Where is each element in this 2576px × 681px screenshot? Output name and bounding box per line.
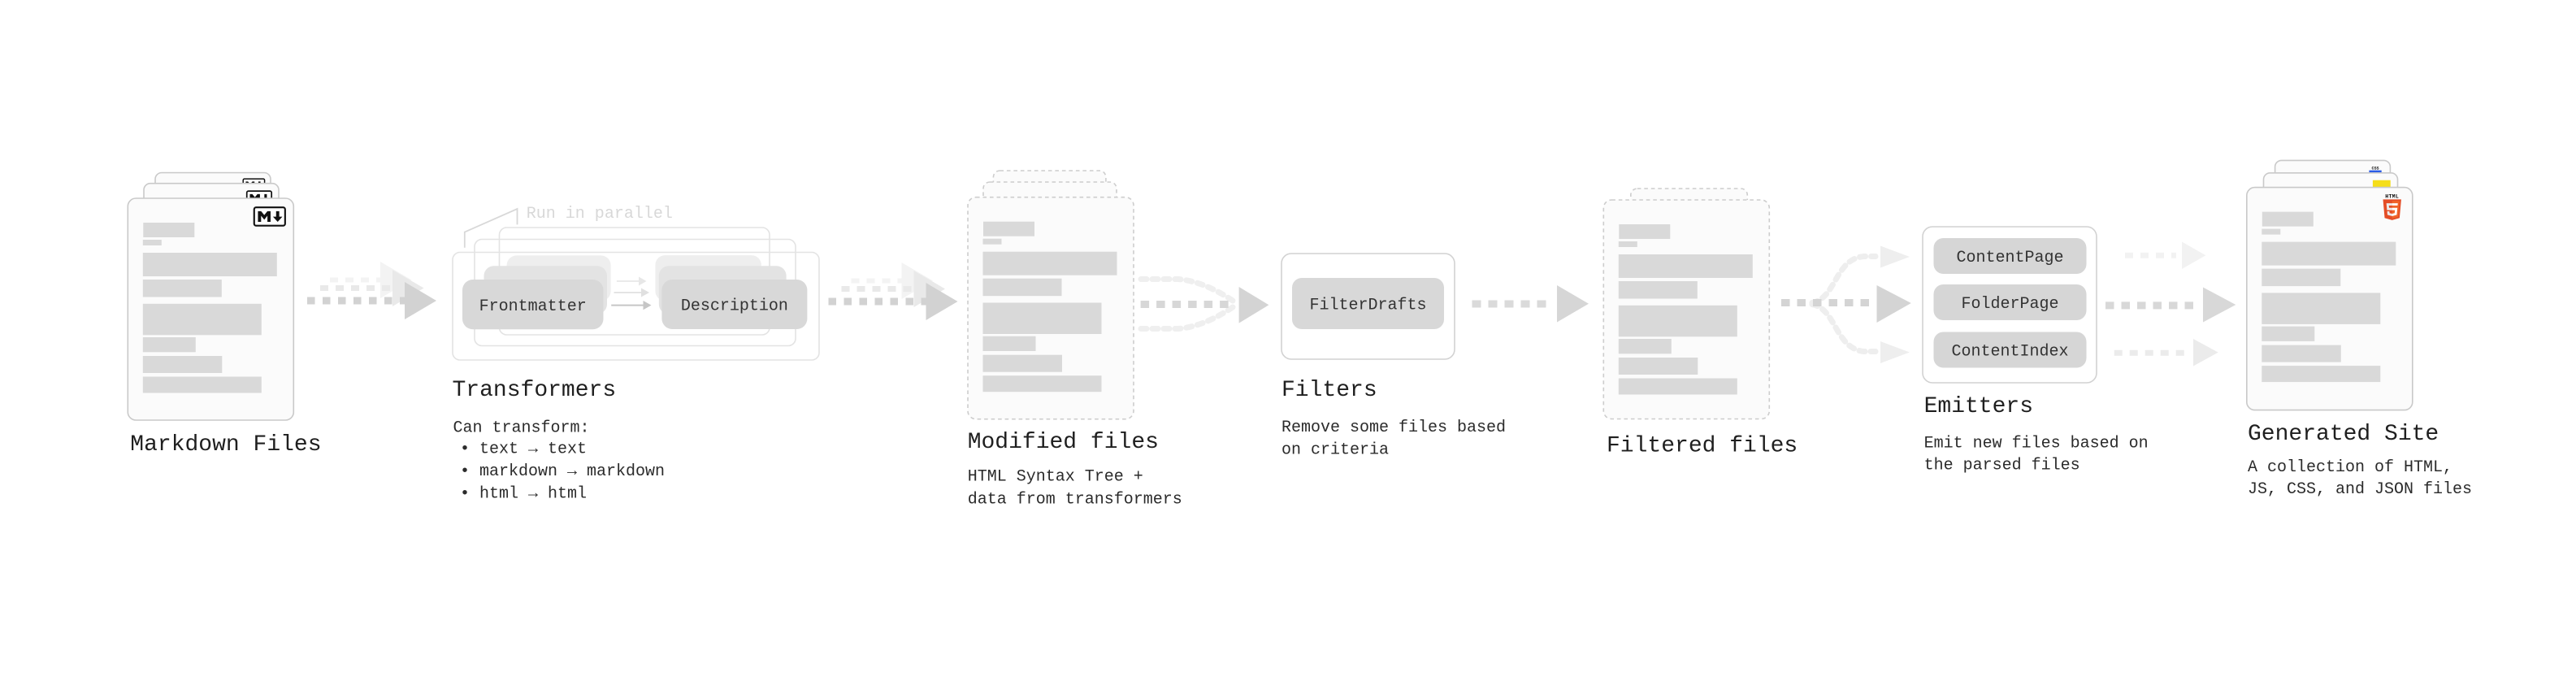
- svg-text:Run in parallel: Run in parallel: [527, 205, 673, 223]
- svg-text:Generated Site: Generated Site: [2248, 422, 2439, 447]
- svg-text:Frontmatter: Frontmatter: [479, 297, 587, 316]
- svg-text:data from transformers: data from transformers: [968, 491, 1182, 510]
- svg-text:Modified files: Modified files: [968, 430, 1159, 455]
- svg-text:FolderPage: FolderPage: [1961, 295, 2058, 314]
- svg-text:Remove some files based: Remove some files based: [1281, 419, 1506, 437]
- svg-text:on criteria: on criteria: [1281, 441, 1389, 460]
- svg-text:A collection of HTML,: A collection of HTML,: [2248, 458, 2452, 477]
- svg-text:Can transform:: Can transform:: [453, 419, 590, 438]
- svg-text:• text → text: • text → text: [460, 440, 587, 459]
- svg-text:• markdown → markdown: • markdown → markdown: [460, 462, 665, 481]
- svg-text:JS, CSS, and JSON files: JS, CSS, and JSON files: [2248, 480, 2472, 499]
- svg-text:Transformers: Transformers: [453, 378, 617, 403]
- svg-text:HTML: HTML: [2385, 194, 2399, 200]
- svg-text:FilterDrafts: FilterDrafts: [1309, 297, 1426, 315]
- svg-text:ContentPage: ContentPage: [1956, 249, 2063, 267]
- svg-text:Filtered files: Filtered files: [1607, 434, 1798, 459]
- svg-text:the parsed files: the parsed files: [1924, 457, 2080, 475]
- svg-text:• html → html: • html → html: [460, 485, 587, 504]
- svg-text:CSS: CSS: [2371, 167, 2379, 171]
- svg-text:Description: Description: [681, 297, 788, 316]
- svg-text:Markdown Files: Markdown Files: [130, 432, 321, 458]
- svg-text:Emit new files based on: Emit new files based on: [1924, 435, 2149, 453]
- svg-text:ContentIndex: ContentIndex: [1951, 343, 2068, 362]
- svg-text:HTML Syntax Tree +: HTML Syntax Tree +: [968, 468, 1143, 487]
- svg-text:Filters: Filters: [1281, 378, 1377, 403]
- svg-text:Emitters: Emitters: [1924, 394, 2033, 419]
